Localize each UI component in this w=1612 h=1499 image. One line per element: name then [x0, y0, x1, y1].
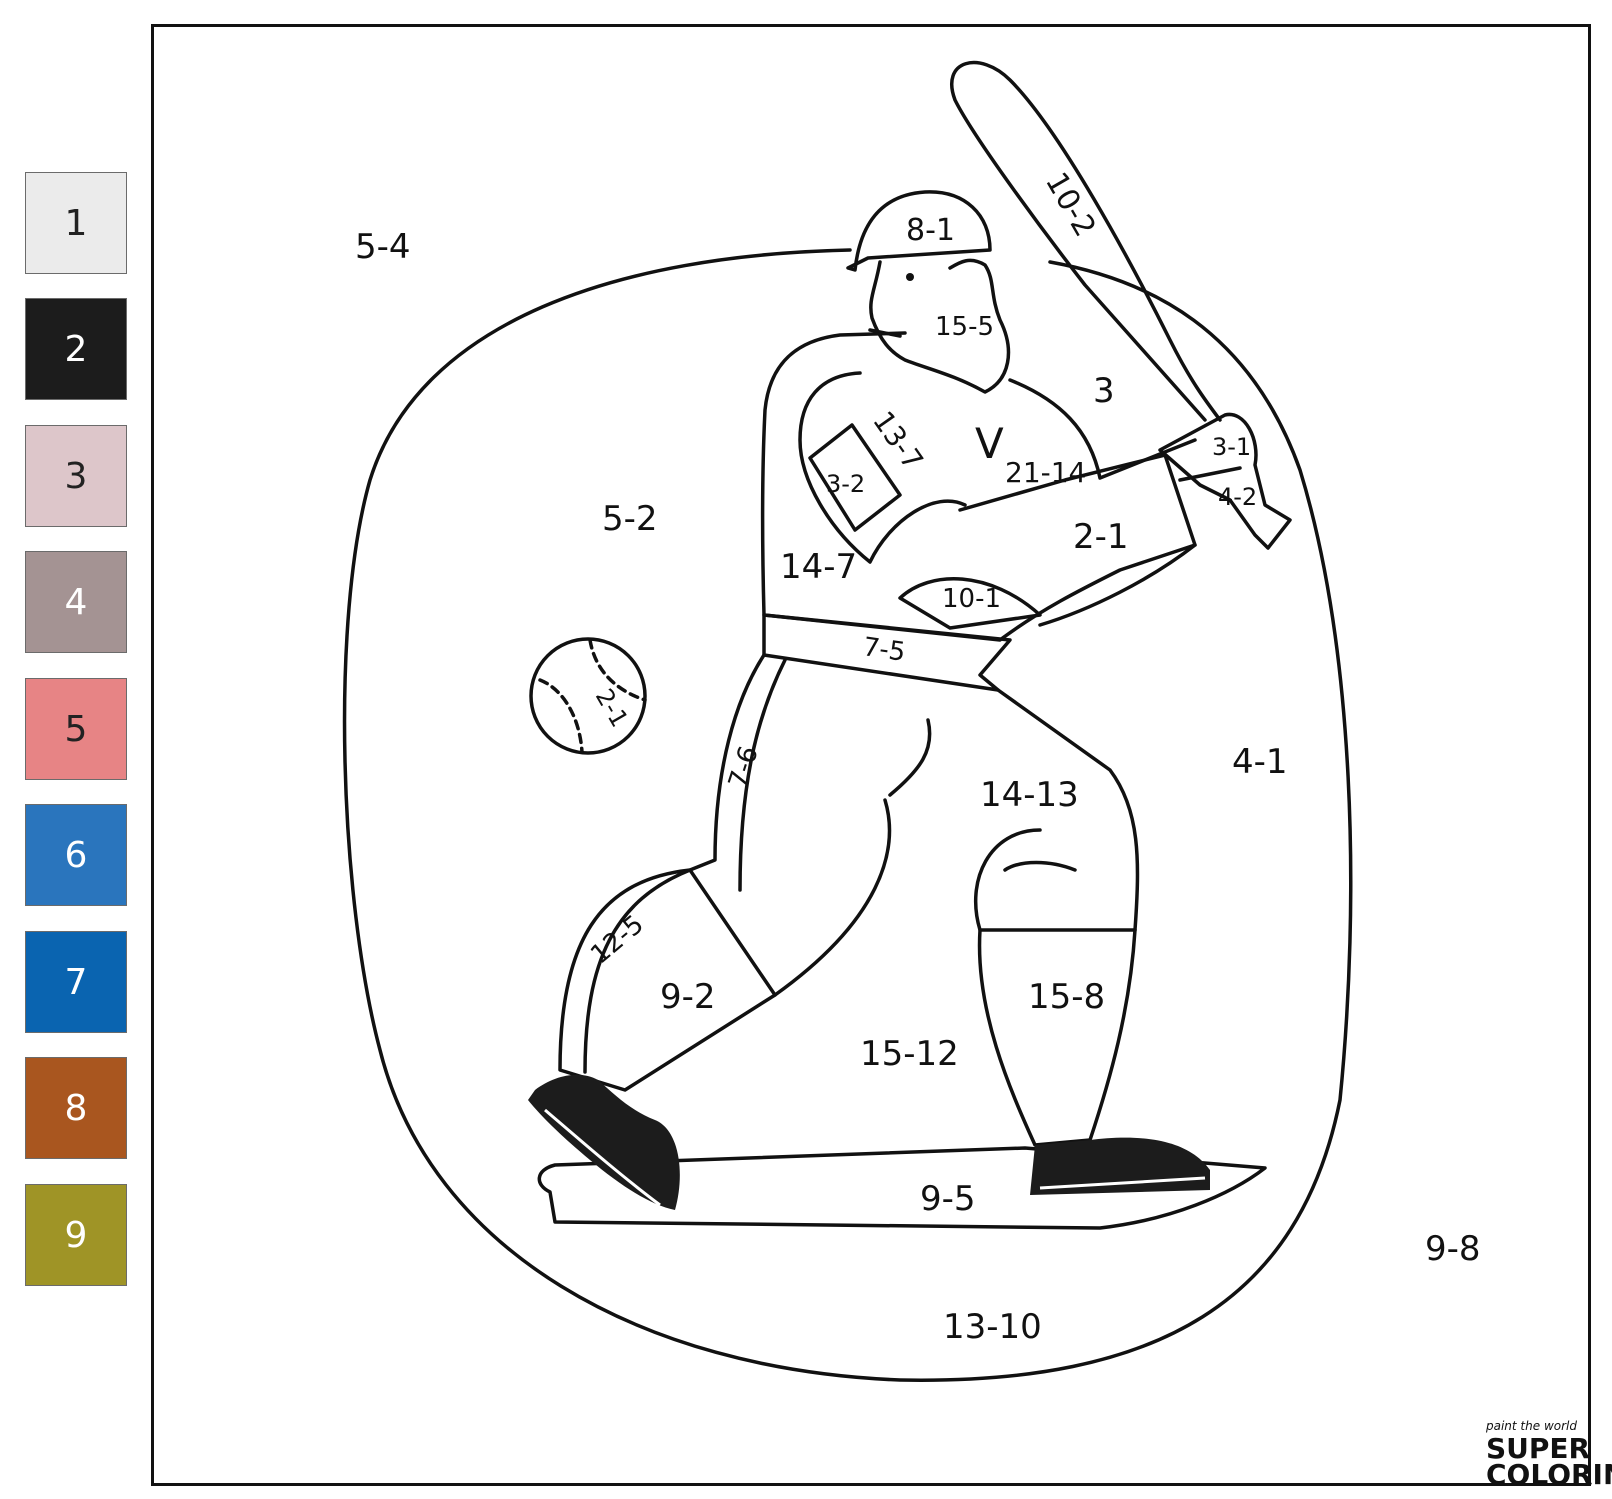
svg-text:SUPER: SUPER: [1486, 1432, 1590, 1465]
swatch-number: 8: [64, 1087, 88, 1129]
label-belt-buckle: 10-1: [942, 584, 1001, 614]
label-arm: 2-1: [1073, 517, 1129, 557]
glove-outline[interactable]: [1158, 412, 1292, 550]
svg-text:COLORING: COLORING: [1486, 1458, 1612, 1491]
label-glove-upper: 3-1: [1212, 433, 1251, 461]
swatch-4[interactable]: 4: [25, 551, 127, 653]
label-leg-stripe: 7-6: [723, 743, 765, 793]
swatch-5[interactable]: 5: [25, 678, 127, 780]
face-outline[interactable]: [869, 258, 1011, 394]
crotch-line: [888, 718, 932, 797]
pants-inner[interactable]: [773, 798, 892, 997]
swatch-8[interactable]: 8: [25, 1057, 127, 1159]
label-shoulder: 3: [1093, 371, 1115, 411]
buckle-outline[interactable]: [898, 577, 1042, 630]
swatch-number: 4: [64, 581, 88, 623]
left-shoe[interactable]: [528, 1074, 680, 1210]
label-sock-right: 15-8: [1028, 977, 1105, 1017]
label-ground: 13-10: [943, 1307, 1042, 1347]
swatch-number: 1: [64, 202, 88, 244]
ball-seam-left: [538, 678, 584, 754]
label-pants-lower: 15-12: [860, 1034, 959, 1074]
label-chest: 21-14: [1005, 456, 1086, 489]
sock-left-stripe[interactable]: [583, 868, 692, 1074]
swatch-6[interactable]: 6: [25, 804, 127, 906]
label-field-left: 5-2: [602, 499, 658, 539]
swatch-number: 5: [64, 708, 88, 750]
ball-seam-right: [588, 638, 647, 702]
shoe-stripe-left: [544, 1108, 661, 1207]
chest-letter: V: [975, 419, 1004, 468]
label-sky-top-left: 5-4: [355, 227, 411, 267]
svg-text:paint the world: paint the world: [1485, 1419, 1577, 1433]
ball-outline[interactable]: [529, 637, 647, 755]
knee-line: [1003, 860, 1077, 872]
label-home-plate: 9-5: [920, 1179, 976, 1219]
label-sock-left: 9-2: [660, 977, 716, 1017]
jersey-outline[interactable]: [760, 331, 1197, 642]
swatch-3[interactable]: 3: [25, 425, 127, 527]
glove-line: [1178, 466, 1242, 482]
label-sleeve: 13-7: [866, 405, 929, 476]
swatch-number: 2: [64, 328, 88, 370]
sleeve-patch[interactable]: [808, 423, 902, 532]
eye: [906, 273, 914, 281]
swatch-number: 7: [64, 961, 88, 1003]
coloring-canvas-frame: [151, 24, 1591, 1486]
label-field-right: 4-1: [1232, 742, 1288, 782]
shoe-stripe-right: [1039, 1176, 1206, 1190]
label-glove-lower: 4-2: [1218, 483, 1257, 511]
watermark-logo: paint the world SUPER COLORING: [1485, 1419, 1612, 1491]
label-corner-right: 9-8: [1425, 1229, 1481, 1269]
swatch-number: 9: [64, 1214, 88, 1256]
swatch-2[interactable]: 2: [25, 298, 127, 400]
label-torso: 14-7: [780, 547, 857, 587]
label-face: 15-5: [935, 312, 994, 342]
swatch-1[interactable]: 1: [25, 172, 127, 274]
label-bat: 10-2: [1038, 167, 1102, 243]
arm-outline[interactable]: [958, 453, 1197, 627]
label-ball: 2-1: [590, 684, 634, 732]
label-cap: 8-1: [906, 213, 955, 248]
swatch-number: 3: [64, 455, 88, 497]
sock-right-outline[interactable]: [977, 928, 1137, 1147]
pants-outline[interactable]: [558, 653, 777, 1092]
label-belt: 7-5: [861, 632, 907, 668]
swatch-number: 6: [64, 834, 88, 876]
belt-outline[interactable]: [762, 613, 1012, 692]
field-outline[interactable]: [342, 248, 1353, 1382]
label-sleeve-patch: 3-2: [826, 470, 865, 498]
sleeve-outline[interactable]: [798, 371, 967, 564]
pants-stripe: [738, 658, 787, 892]
label-pants: 14-13: [980, 775, 1079, 815]
bat-outline[interactable]: [950, 60, 1222, 422]
swatch-7[interactable]: 7: [25, 931, 127, 1033]
swatch-9[interactable]: 9: [25, 1184, 127, 1286]
home-plate-outline[interactable]: [537, 1146, 1267, 1230]
cap-outline[interactable]: [846, 190, 992, 272]
